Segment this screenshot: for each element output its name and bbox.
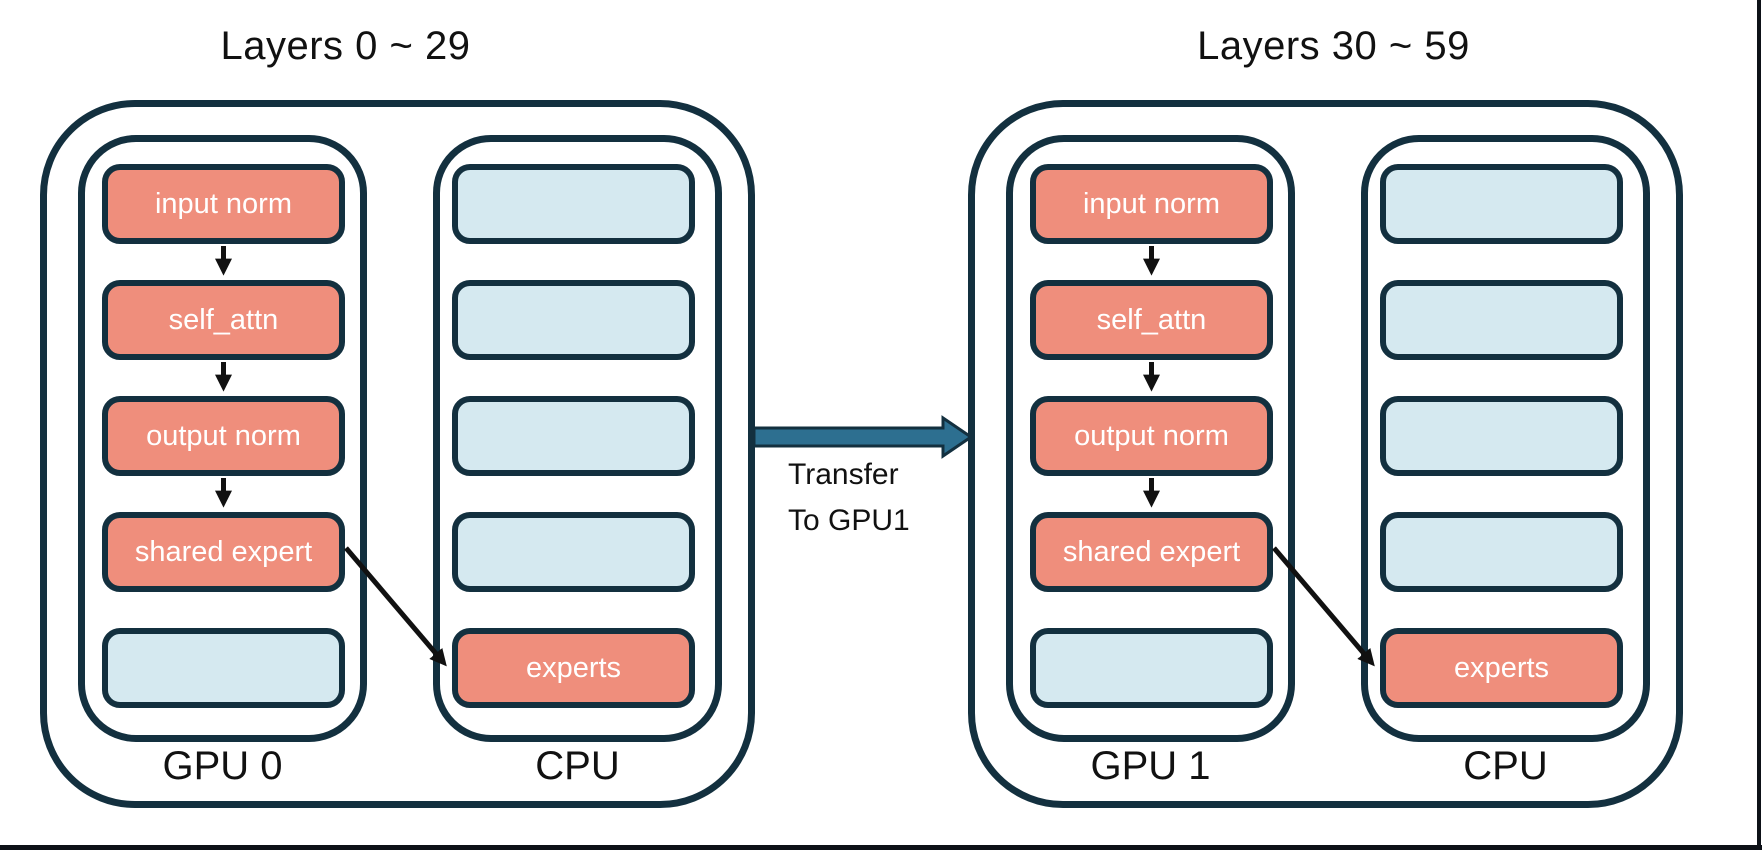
group-title: Layers 0 ~ 29 [220, 24, 471, 68]
gpu0-label: GPU 0 [162, 744, 283, 788]
experts-box: experts [452, 628, 695, 708]
cpu-label: CPU [1463, 744, 1548, 788]
layer-group-30-59: Layers 30 ~ 59 input norm self_attn outp… [968, 0, 1683, 820]
output-norm-label: output norm [1074, 419, 1229, 452]
output-norm-label: output norm [146, 419, 301, 452]
output-norm-box: output norm [1030, 396, 1273, 476]
group-title: Layers 30 ~ 59 [1197, 24, 1470, 68]
self-attn-box: self_attn [102, 280, 345, 360]
input-norm-label: input norm [154, 187, 292, 220]
shared-expert-label: shared expert [134, 535, 313, 568]
self-attn-box: self_attn [1030, 280, 1273, 360]
input-norm-box: input norm [102, 164, 345, 244]
empty-cpu-slot [452, 280, 695, 360]
transfer-label: Transfer To GPU1 [788, 452, 910, 544]
input-norm-label: input norm [1082, 187, 1220, 220]
experts-label: experts [525, 651, 622, 684]
transfer-arrow-icon [752, 415, 974, 459]
shared-expert-label: shared expert [1062, 535, 1241, 568]
transfer-label-line2: To GPU1 [788, 504, 910, 537]
empty-gpu-slot [102, 628, 345, 708]
gpu1-label: GPU 1 [1090, 744, 1211, 788]
transfer-label-line1: Transfer [788, 458, 899, 491]
frame-bottom-edge [0, 845, 1762, 850]
empty-cpu-slot [452, 512, 695, 592]
experts-label: experts [1453, 651, 1550, 684]
empty-cpu-slot [452, 164, 695, 244]
input-norm-box: input norm [1030, 164, 1273, 244]
cpu-label: CPU [535, 744, 620, 788]
output-norm-box: output norm [102, 396, 345, 476]
empty-cpu-slot [1380, 280, 1623, 360]
frame-right-edge [1757, 0, 1761, 850]
self-attn-label: self_attn [168, 303, 279, 336]
layer-group-0-29: Layers 0 ~ 29 input norm self_attn outpu… [40, 0, 755, 820]
empty-gpu-slot [1030, 628, 1273, 708]
empty-cpu-slot [452, 396, 695, 476]
shared-expert-box: shared expert [1030, 512, 1273, 592]
self-attn-label: self_attn [1096, 303, 1207, 336]
shared-expert-box: shared expert [102, 512, 345, 592]
empty-cpu-slot [1380, 164, 1623, 244]
empty-cpu-slot [1380, 396, 1623, 476]
experts-box: experts [1380, 628, 1623, 708]
empty-cpu-slot [1380, 512, 1623, 592]
